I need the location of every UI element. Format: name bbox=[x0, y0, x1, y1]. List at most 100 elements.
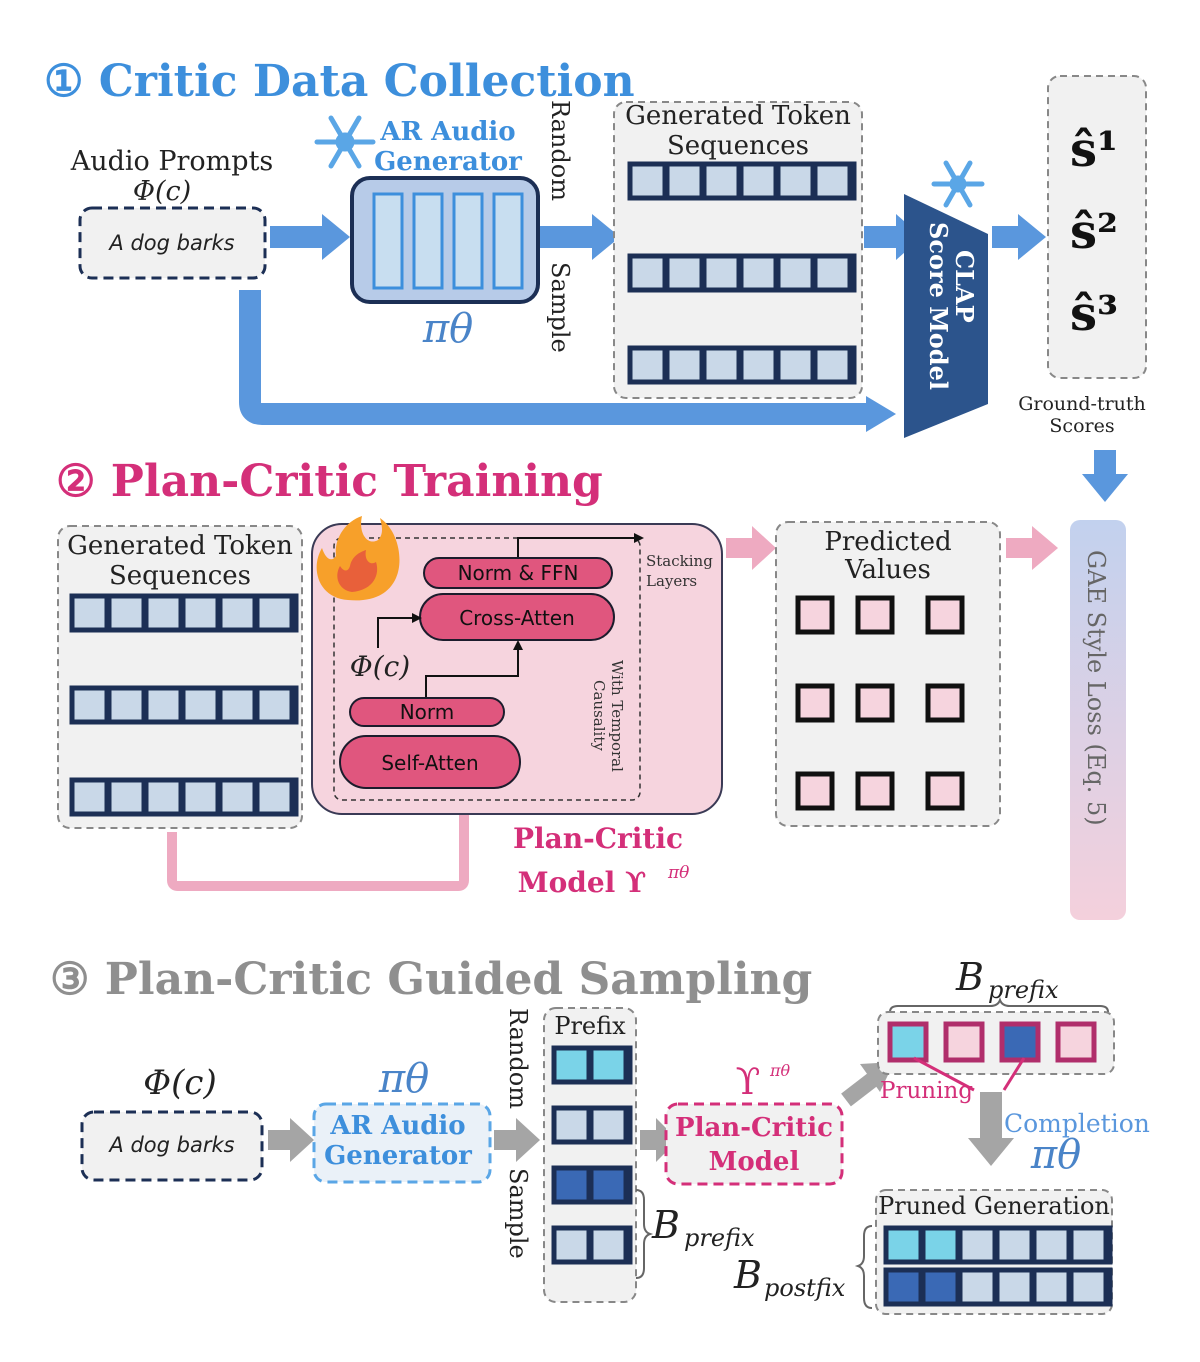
token-cell bbox=[887, 1229, 920, 1261]
critic-label-2: Model bbox=[709, 1147, 800, 1177]
b-prefix-main: B bbox=[651, 1203, 680, 1247]
value-cell-inner bbox=[860, 688, 890, 718]
token-cell bbox=[924, 1229, 957, 1261]
arrow-head bbox=[592, 214, 620, 260]
audio-prompts-label: Audio Prompts bbox=[70, 146, 274, 177]
token-cell bbox=[998, 1271, 1031, 1303]
generated-title-2: Sequences bbox=[109, 561, 251, 591]
token-cell bbox=[592, 1049, 625, 1081]
arrow-head bbox=[516, 1118, 540, 1162]
token-cell bbox=[258, 689, 291, 721]
value-cell-inner bbox=[930, 600, 960, 630]
token-cell bbox=[631, 257, 664, 289]
pi-theta-label: πθ bbox=[422, 306, 473, 352]
token-cell bbox=[110, 781, 143, 813]
predicted-title-1: Predicted bbox=[824, 527, 951, 557]
token-sequences bbox=[627, 161, 857, 385]
random-label: Random bbox=[546, 100, 574, 201]
section-plan-critic-training: ② Plan-Critic Training Generated Token S… bbox=[56, 456, 1126, 920]
generator-label-2: Generator bbox=[324, 1141, 472, 1171]
token-cell bbox=[221, 689, 254, 721]
generator-bar bbox=[492, 192, 524, 290]
ground-truth-label-2: Scores bbox=[1049, 415, 1114, 437]
candidates-panel bbox=[877, 1011, 1115, 1075]
token-cell bbox=[592, 1109, 625, 1141]
snowflake-icon bbox=[931, 160, 985, 208]
token-cell bbox=[631, 349, 664, 381]
candidate-token-inner bbox=[892, 1026, 924, 1058]
random-label: Random bbox=[504, 1008, 532, 1109]
arrow-shaft bbox=[1094, 450, 1116, 478]
token-cell bbox=[887, 1271, 920, 1303]
generator-label-2: Generator bbox=[374, 147, 522, 177]
cross-atten-label: Cross-Atten bbox=[459, 606, 575, 630]
token-cell bbox=[555, 1229, 588, 1261]
stacking-layers-label-2: Layers bbox=[646, 572, 697, 590]
temporal-causality-label-2: Causality bbox=[590, 680, 608, 751]
token-cell bbox=[184, 597, 217, 629]
arrow-head bbox=[634, 533, 644, 543]
token-cell bbox=[1072, 1271, 1105, 1303]
self-atten-block bbox=[339, 735, 521, 789]
value-cell-inner bbox=[930, 688, 960, 718]
predicted-title-2: Values bbox=[844, 555, 931, 585]
arrow-shaft bbox=[494, 1130, 520, 1150]
section2-title: ② Plan-Critic Training bbox=[56, 456, 603, 507]
score-3: ŝ³ bbox=[1070, 286, 1118, 342]
upsilon-label: ϒ bbox=[736, 1062, 761, 1103]
gae-loss-box bbox=[1070, 520, 1126, 920]
token-cell bbox=[221, 781, 254, 813]
arrow-shaft bbox=[864, 226, 900, 248]
self-atten-label: Self-Atten bbox=[381, 751, 478, 775]
generator-bar bbox=[412, 192, 444, 290]
arrow-shaft bbox=[726, 538, 756, 558]
plan-critic-model-label-1: Plan-Critic bbox=[513, 822, 683, 855]
token-cell bbox=[592, 1169, 625, 1201]
arrow-head bbox=[322, 214, 350, 260]
audio-prompt-text: A dog barks bbox=[107, 231, 234, 255]
token-cell bbox=[555, 1169, 588, 1201]
plan-critic-model-box bbox=[664, 1102, 844, 1186]
norm-ffn-block bbox=[423, 557, 613, 589]
pi-theta-label: πθ bbox=[1030, 1132, 1081, 1178]
value-cell-inner bbox=[860, 600, 890, 630]
generator-bar bbox=[452, 192, 484, 290]
token-cell bbox=[221, 597, 254, 629]
token-cell bbox=[961, 1229, 994, 1261]
clap-label-2: Score Model bbox=[924, 222, 953, 390]
token-cell bbox=[147, 597, 180, 629]
critic-label-1: Plan-Critic bbox=[675, 1113, 833, 1143]
residual-arrow bbox=[425, 648, 519, 698]
token-cell bbox=[816, 349, 849, 381]
token-cell bbox=[555, 1109, 588, 1141]
arrow-shaft bbox=[270, 226, 326, 248]
section3-title: ③ Plan-Critic Guided Sampling bbox=[50, 954, 812, 1005]
norm-ffn-label: Norm & FFN bbox=[458, 561, 579, 585]
token-cell bbox=[258, 781, 291, 813]
arrow-head bbox=[290, 1118, 314, 1162]
prompt-to-clap-arrow bbox=[239, 290, 872, 425]
token-cell bbox=[961, 1271, 994, 1303]
plan-critic-model-label-2: Model ϒ bbox=[518, 866, 647, 899]
stacking-layers-label-1: Stacking bbox=[646, 552, 713, 570]
ground-truth-scores-panel bbox=[1047, 75, 1147, 379]
pruning-label: Pruning bbox=[880, 1078, 973, 1104]
prefix-tokens bbox=[551, 1045, 633, 1265]
token-cell bbox=[816, 165, 849, 197]
generated-title-1: Generated Token bbox=[625, 101, 851, 131]
candidate-token-inner bbox=[948, 1026, 980, 1058]
phi-c-label: Φ(c) bbox=[350, 650, 410, 683]
arrow-head bbox=[1018, 214, 1046, 260]
arrow-shaft bbox=[540, 226, 596, 248]
token-cell bbox=[73, 689, 106, 721]
token-cell bbox=[110, 597, 143, 629]
value-cell-inner bbox=[800, 600, 830, 630]
snowflake-icon bbox=[314, 115, 376, 169]
candidate-tokens bbox=[887, 1021, 1097, 1063]
token-cell bbox=[705, 165, 738, 197]
section1-title: ① Critic Data Collection bbox=[44, 56, 635, 107]
b-prefix-sub: prefix bbox=[684, 1224, 755, 1252]
pi-theta-label: πθ bbox=[378, 1056, 429, 1102]
token-cell bbox=[668, 165, 701, 197]
norm-label: Norm bbox=[400, 700, 455, 724]
